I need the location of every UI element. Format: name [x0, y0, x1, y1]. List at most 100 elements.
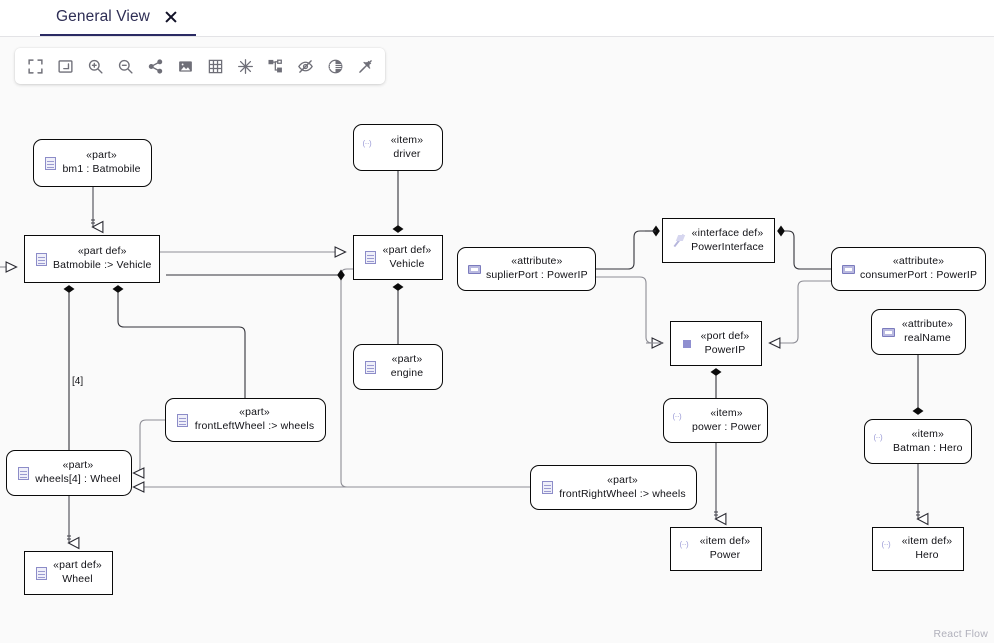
edge-layer — [0, 171, 929, 550]
node-label: Batman : Hero — [893, 441, 963, 454]
node-label: Hero — [915, 549, 939, 561]
react-flow-attribution[interactable]: React Flow — [933, 628, 988, 640]
node-front_right_wheel[interactable]: «part»frontRightWheel :> wheels — [530, 465, 697, 510]
node-stereotype: «port def» — [700, 329, 750, 342]
node-text: «item»Batman : Hero — [893, 428, 967, 456]
node-label: realName — [904, 332, 951, 344]
node-label: PowerInterface — [691, 240, 764, 253]
node-label: driver — [393, 147, 421, 160]
node-stereotype: «item» — [390, 133, 424, 146]
node-text: «part»bm1 : Batmobile — [62, 149, 145, 177]
node-label: power : Power — [692, 420, 762, 433]
node-real_name[interactable]: «attribute»realName — [871, 309, 966, 355]
node-batman[interactable]: «item»Batman : Hero — [864, 419, 972, 464]
tab-bar: General View — [0, 0, 994, 37]
node-vehicle_def[interactable]: «part def»Vehicle — [353, 235, 443, 280]
node-suplier_port[interactable]: «attribute»suplierPort : PowerIP — [457, 247, 596, 291]
zoom-in-button[interactable] — [80, 51, 110, 81]
part-icon — [539, 480, 555, 496]
part-icon — [42, 155, 58, 171]
node-text: «port def»PowerIP — [699, 330, 755, 358]
diagram-canvas[interactable]: «part»bm1 : Batmobile«part def»Batmobile… — [0, 37, 994, 643]
zoom-out-button[interactable] — [110, 51, 140, 81]
node-engine[interactable]: «part»engine — [353, 344, 443, 390]
node-power_ip[interactable]: «port def»PowerIP — [670, 321, 762, 366]
node-wheels[interactable]: «part»wheels[4] : Wheel — [6, 450, 132, 496]
zoom-to-selection-button[interactable] — [50, 51, 80, 81]
node-text: «part»wheels[4] : Wheel — [35, 459, 125, 487]
node-stereotype: «part def» — [53, 559, 102, 572]
part-icon — [362, 250, 378, 266]
node-label: engine — [390, 367, 424, 379]
share-button[interactable] — [140, 51, 170, 81]
node-text: «interface def»PowerInterface — [691, 227, 768, 255]
node-label: Power — [709, 549, 741, 561]
auto-arrange-button[interactable] — [230, 51, 260, 81]
close-icon[interactable] — [164, 10, 178, 24]
node-text: «part»frontRightWheel :> wheels — [559, 474, 690, 502]
node-label: bm1 : Batmobile — [62, 163, 141, 175]
node-label: Vehicle — [389, 257, 425, 270]
part-icon — [174, 412, 190, 428]
contrast-button[interactable] — [320, 51, 350, 81]
part-icon — [33, 565, 49, 581]
node-stereotype: «part» — [391, 353, 423, 366]
node-label: frontRightWheel :> wheels — [559, 487, 686, 500]
attribute-icon — [880, 324, 896, 340]
layout-tree-button[interactable] — [260, 51, 290, 81]
fit-view-button[interactable] — [20, 51, 50, 81]
item-icon — [672, 412, 688, 429]
node-driver[interactable]: «item»driver — [353, 124, 443, 171]
unpin-button[interactable] — [350, 51, 380, 81]
edge-label-wheels_multiplicity: [4] — [72, 376, 84, 387]
node-label: Batmobile :> Vehicle — [53, 259, 152, 271]
node-text: «part def»Batmobile :> Vehicle — [53, 245, 155, 273]
node-stereotype: «item def» — [901, 535, 953, 548]
item-icon — [362, 139, 378, 156]
node-text: «part»frontLeftWheel :> wheels — [194, 406, 319, 434]
node-text: «item»power : Power — [692, 407, 765, 435]
attribute-icon — [840, 261, 856, 277]
part-icon — [15, 465, 31, 481]
item-icon — [873, 433, 889, 450]
hide-labels-button[interactable] — [290, 51, 320, 81]
item-icon — [679, 540, 695, 557]
node-label: Wheel — [62, 573, 93, 585]
node-power_interface[interactable]: «interface def»PowerInterface — [662, 218, 775, 263]
node-text: «attribute»realName — [900, 318, 959, 346]
node-text: «item def»Hero — [901, 535, 957, 563]
part-icon — [33, 251, 49, 267]
item-icon — [881, 540, 897, 557]
node-power_def[interactable]: «item def»Power — [670, 527, 762, 571]
export-image-button[interactable] — [170, 51, 200, 81]
node-power_item[interactable]: «item»power : Power — [663, 398, 768, 443]
node-stereotype: «part» — [62, 459, 94, 472]
node-label: PowerIP — [704, 343, 746, 356]
node-label: consumerPort : PowerIP — [860, 269, 978, 281]
node-label: wheels[4] : Wheel — [35, 473, 121, 485]
port-icon — [679, 336, 695, 352]
toggle-grid-button[interactable] — [200, 51, 230, 81]
node-bm1[interactable]: «part»bm1 : Batmobile — [33, 139, 152, 187]
node-stereotype: «attribute» — [511, 255, 563, 268]
part-icon — [362, 359, 378, 375]
node-stereotype: «part def» — [77, 245, 127, 258]
diagram-toolbar — [15, 48, 385, 84]
tab-general-view[interactable]: General View — [40, 0, 196, 36]
node-front_left_wheel[interactable]: «part»frontLeftWheel :> wheels — [165, 398, 326, 442]
node-text: «item»driver — [382, 134, 436, 162]
node-text: «part»engine — [382, 353, 436, 381]
node-batmobile_def[interactable]: «part def»Batmobile :> Vehicle — [24, 235, 160, 283]
node-stereotype: «attribute» — [892, 255, 945, 268]
node-consumer_port[interactable]: «attribute»consumerPort : PowerIP — [831, 247, 986, 291]
node-wheel_def[interactable]: «part def»Wheel — [24, 551, 113, 595]
node-stereotype: «item def» — [699, 535, 751, 548]
node-stereotype: «item» — [911, 427, 945, 440]
tab-label: General View — [56, 8, 150, 25]
node-stereotype: «part» — [607, 473, 638, 486]
node-hero_def[interactable]: «item def»Hero — [872, 527, 964, 571]
node-stereotype: «item» — [710, 406, 743, 419]
interface-icon — [671, 233, 687, 249]
node-text: «part def»Vehicle — [382, 244, 436, 272]
